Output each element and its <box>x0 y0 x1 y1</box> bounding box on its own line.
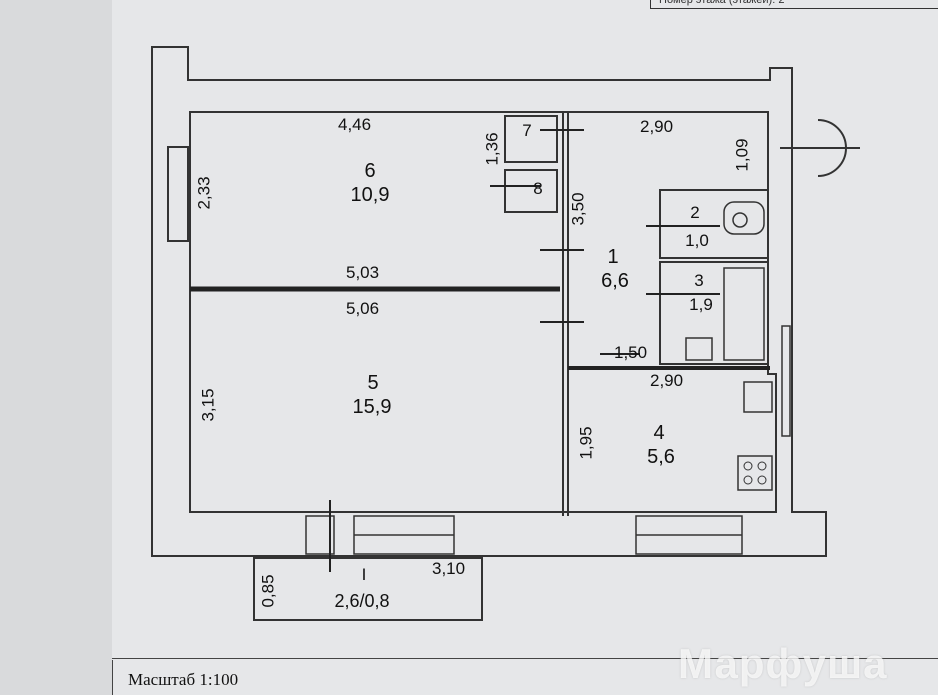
room-1-area: 6,6 <box>601 270 629 292</box>
inner-wall-outline <box>189 111 777 513</box>
dim-kitchen-top: 2,90 <box>650 371 684 390</box>
balcony <box>253 557 483 621</box>
room-3-number: 3 <box>694 271 704 290</box>
room-4-area: 5,6 <box>647 446 675 468</box>
dim-hall-partition: 1,50 <box>614 343 648 362</box>
room-8-number: 8 <box>533 179 543 198</box>
dim-closet-height: 1,36 <box>482 132 502 166</box>
room-7-number: 7 <box>522 121 532 140</box>
bathtub <box>723 267 765 361</box>
room-6-number: 6 <box>364 160 376 182</box>
dim-room6-top: 4,46 <box>338 115 372 134</box>
dim-hall-top: 2,90 <box>640 117 674 136</box>
room-3-area: 1,9 <box>689 295 713 314</box>
closet-7 <box>504 115 558 163</box>
footer-left-edge <box>112 660 113 695</box>
floor-info-header: Номер этажа (этажей): 2 <box>650 0 938 9</box>
dim-room6-left: 2,33 <box>194 176 214 210</box>
toilet <box>723 201 765 235</box>
room-1-number: 1 <box>607 246 619 268</box>
balcony-door <box>305 515 335 555</box>
watermark-logo: Марфуша <box>678 640 888 687</box>
room-5-number: 5 <box>367 372 379 394</box>
radiator <box>781 325 791 437</box>
dim-room5-left: 3,15 <box>198 388 218 422</box>
balcony-length: 3,10 <box>432 559 466 578</box>
dimension-ticks <box>329 129 720 572</box>
closet-8 <box>504 169 558 213</box>
balcony-depth: 0,85 <box>258 574 278 608</box>
scale-label: Масштаб 1:100 <box>128 670 239 689</box>
kitchen-sink <box>743 381 773 413</box>
dim-room5-top: 5,06 <box>346 299 380 318</box>
outer-wall <box>151 46 827 557</box>
room-2-area: 1,0 <box>685 231 709 250</box>
balcony-number: I <box>361 565 367 584</box>
stove <box>737 455 773 491</box>
room-2-number: 2 <box>690 203 700 222</box>
dim-hall-right: 1,09 <box>732 138 752 172</box>
window-left <box>167 146 189 242</box>
dim-hall-height: 3,50 <box>568 192 588 226</box>
dim-kitchen-left: 1,95 <box>576 426 596 460</box>
dim-room6-bottom: 5,03 <box>346 263 380 282</box>
room-6-area: 10,9 <box>350 184 390 206</box>
bathroom-3 <box>659 261 769 365</box>
footer-divider <box>112 658 938 659</box>
room-4-number: 4 <box>653 422 665 444</box>
balcony-area: 2,6/0,8 <box>334 591 390 611</box>
sink-bath <box>685 337 713 361</box>
room-5-area: 15,9 <box>352 396 392 418</box>
toilet-bowl <box>732 212 748 228</box>
bathroom-2 <box>659 189 769 259</box>
